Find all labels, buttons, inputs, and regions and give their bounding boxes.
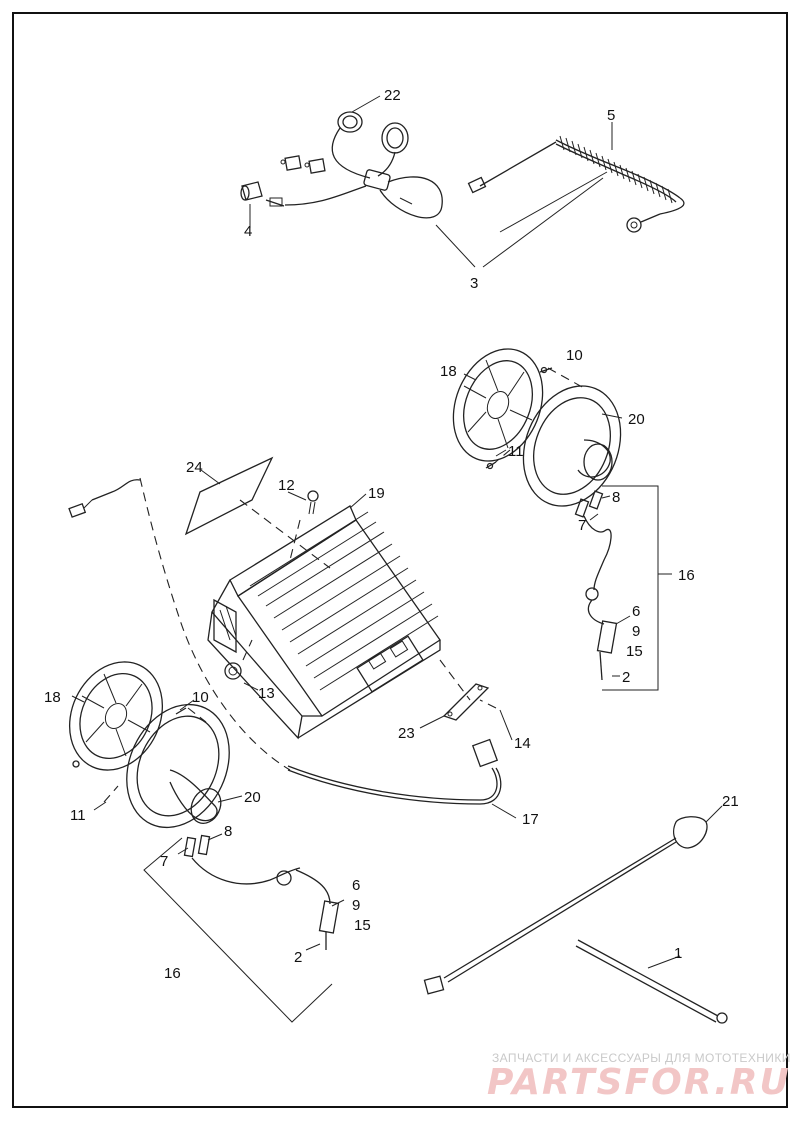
callout-15a: 15 <box>626 643 643 660</box>
callout-16a: 16 <box>678 567 695 584</box>
watermark-logo: PARTSFOR.RU <box>487 1062 791 1103</box>
callout-19: 19 <box>368 485 385 502</box>
callout-7a: 7 <box>578 517 586 534</box>
callout-20b: 20 <box>244 789 261 806</box>
callout-11b: 11 <box>70 807 86 824</box>
callout-21: 21 <box>722 793 739 810</box>
callout-labels: 22 5 4 3 10 18 20 11 24 12 19 8 7 16 6 9… <box>44 87 739 982</box>
callout-2b: 2 <box>294 949 302 966</box>
speaker-group-left <box>68 661 340 1023</box>
callout-15b: 15 <box>354 917 371 934</box>
callout-2a: 2 <box>622 669 630 686</box>
diagram-frame <box>12 12 788 1108</box>
callout-1: 1 <box>674 945 682 962</box>
callout-18b: 18 <box>44 689 61 706</box>
callout-4: 4 <box>244 223 252 240</box>
speaker-group-right <box>452 348 672 691</box>
callout-11a: 11 <box>508 443 524 460</box>
leader-lines-lower <box>71 373 723 969</box>
callout-9a: 9 <box>632 623 640 640</box>
alignment-lines <box>103 367 585 803</box>
amplifier-unit <box>207 490 441 740</box>
callout-14: 14 <box>514 735 531 752</box>
callout-22: 22 <box>384 87 401 104</box>
amp-cable <box>287 738 502 805</box>
watermark-tagline: ЗАПЧАСТИ И АКСЕССУАРЫ ДЛЯ МОТОТЕХНИКИ <box>492 1051 791 1065</box>
headset-assembly <box>240 111 443 219</box>
coiled-cord <box>467 135 685 233</box>
instruction-sheet <box>184 456 274 536</box>
callout-24: 24 <box>186 459 203 476</box>
cable-tie <box>575 939 728 1024</box>
callout-8a: 8 <box>612 489 620 506</box>
callout-13: 13 <box>258 685 275 702</box>
callout-17: 17 <box>522 811 539 828</box>
callout-9b: 9 <box>352 897 360 914</box>
callout-10a: 10 <box>566 347 583 364</box>
callout-16b: 16 <box>164 965 181 982</box>
leader-lines-top <box>249 95 613 268</box>
callout-5: 5 <box>607 107 615 124</box>
callout-3: 3 <box>470 275 478 292</box>
mounting-bracket <box>442 683 490 721</box>
callout-6b: 6 <box>352 877 360 894</box>
callout-20a: 20 <box>628 411 645 428</box>
callout-18a: 18 <box>440 363 457 380</box>
callout-10b: 10 <box>192 689 209 706</box>
gps-antenna <box>423 816 708 995</box>
callout-23: 23 <box>398 725 415 742</box>
callout-7b: 7 <box>160 853 168 870</box>
harness-connector-left <box>68 479 141 518</box>
callout-8b: 8 <box>224 823 232 840</box>
callout-6a: 6 <box>632 603 640 620</box>
callout-12: 12 <box>278 477 295 494</box>
